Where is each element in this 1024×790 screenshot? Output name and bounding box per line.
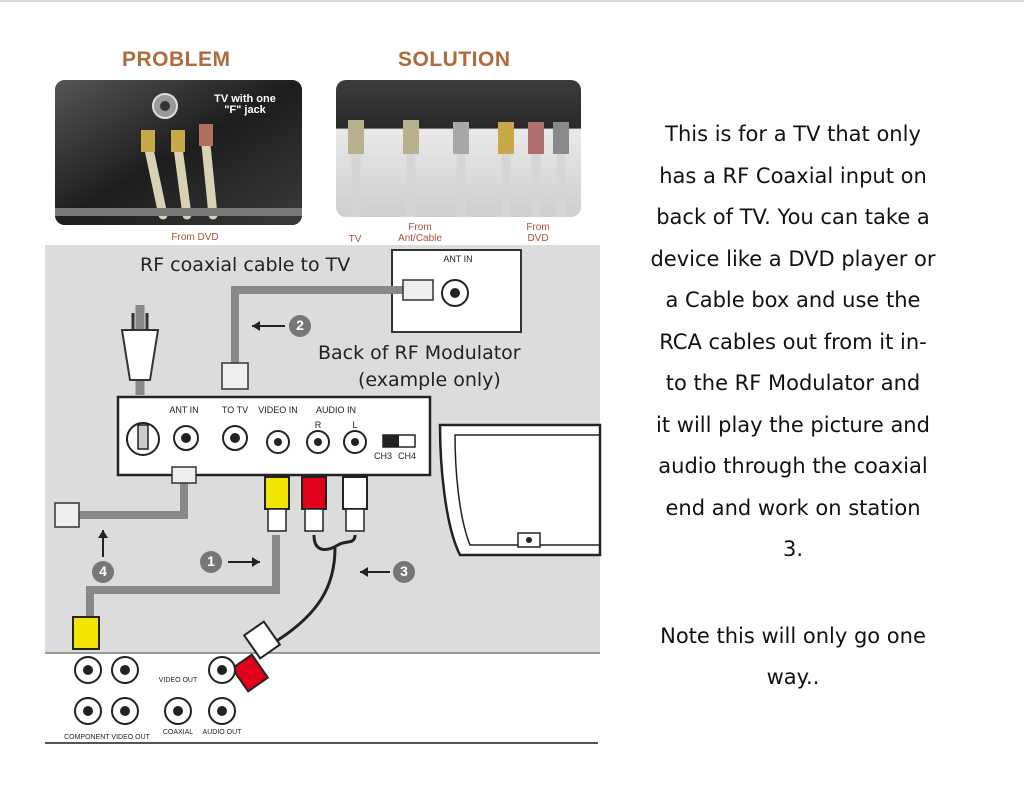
rf-cable-label: RF coaxial cable to TV	[140, 254, 351, 276]
step-4-marker: 4	[99, 563, 107, 579]
note-line: RCA cables out from it in-	[659, 329, 927, 354]
from-ant-cable-label: From Ant/Cable	[398, 222, 442, 244]
note-line: to the RF Modulator and	[665, 371, 921, 395]
modulator-subtitle: (example only)	[358, 369, 501, 391]
switch-ch4-label: CH4	[397, 451, 416, 461]
step-1-marker: 1	[207, 553, 215, 569]
note-line: This is for a TV that only	[665, 122, 921, 146]
port-audio-l-label: L	[352, 420, 358, 430]
from-dvd-left-label: From DVD	[171, 232, 219, 243]
top-border	[0, 0, 1024, 2]
dvd-video-out-label: VIDEO OUT	[158, 677, 198, 684]
note-spacer	[628, 571, 958, 616]
dvd-component-out-label: COMPONENT VIDEO OUT	[64, 734, 150, 741]
note-line: it will play the picture and	[656, 412, 930, 437]
note-line: 3.	[782, 537, 804, 561]
note-line: audio through the coaxial	[658, 454, 928, 478]
modulator-title: Back of RF Modulator	[318, 342, 521, 364]
from-dvd-right-label: From DVD	[526, 222, 550, 244]
solution-photo	[336, 80, 581, 217]
note-footer-line: Note this will only go one	[660, 623, 926, 648]
dvd-audio-out-label: AUDIO OUT	[202, 729, 242, 736]
step-2-marker: 2	[296, 317, 304, 333]
problem-title: PROBLEM	[122, 48, 231, 71]
rf-modulator-diagram: PROBLEM SOLUTION TV with one "F" jack Fr…	[45, 48, 602, 745]
note-line: device like a DVD player or	[650, 246, 936, 271]
note-line: has a RF Coaxial input on	[659, 163, 927, 188]
port-video-in-label: VIDEO IN	[258, 405, 298, 415]
port-audio-r-label: R	[314, 420, 322, 430]
note-footer-line: way..	[766, 665, 820, 689]
note-line: end and work on station	[665, 495, 921, 520]
problem-overlay-text: TV with one "F" jack	[214, 93, 276, 116]
dvd-coaxial-label: COAXIAL	[162, 729, 194, 736]
explanation-note: This is for a TV that only has a RF Coax…	[628, 114, 958, 699]
note-line: back of TV. You can take a	[656, 205, 930, 229]
note-line: a Cable box and use the	[665, 288, 921, 312]
solution-title: SOLUTION	[398, 48, 511, 71]
port-ant-in-label: ANT IN	[169, 405, 199, 415]
tv-label: TV	[348, 234, 362, 245]
tv-ant-in-label: ANT IN	[443, 254, 473, 264]
problem-photo	[55, 80, 302, 225]
step-3-marker: 3	[400, 563, 408, 579]
port-to-tv-label: TO TV	[221, 405, 249, 415]
port-audio-in-label: AUDIO IN	[315, 405, 356, 415]
switch-ch3-label: CH3	[373, 451, 392, 461]
connection-diagram	[45, 245, 602, 745]
